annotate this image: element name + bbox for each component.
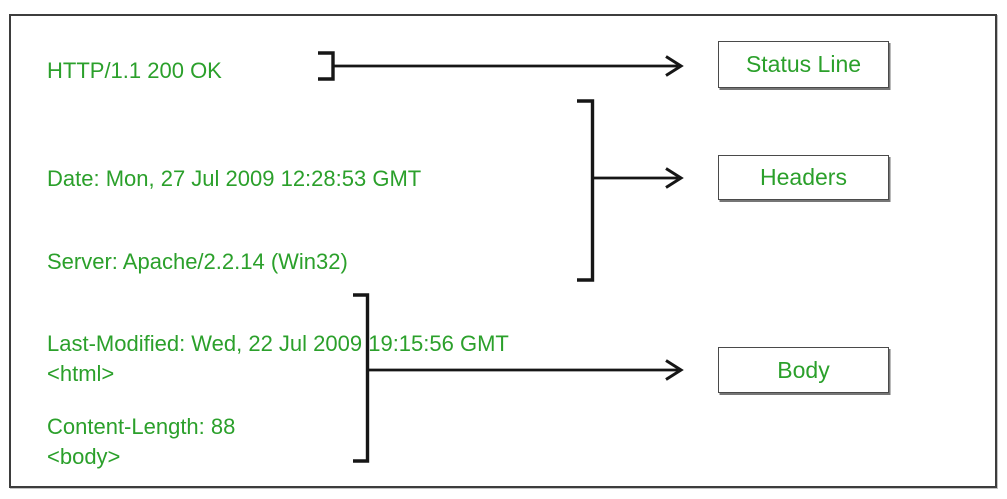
outer-frame	[9, 14, 997, 488]
body-label-box: Body	[718, 347, 889, 393]
header-line-server: Server: Apache/2.2.14 (Win32)	[47, 248, 348, 274]
status-line-text: HTTP/1.1 200 OK	[47, 58, 222, 83]
body-line-html-open: <html>	[47, 361, 115, 386]
headers-label-box: Headers	[718, 155, 889, 200]
headers-label: Headers	[760, 164, 847, 190]
header-line-date: Date: Mon, 27 Jul 2009 12:28:53 GMT	[47, 166, 422, 191]
body-line-body-open: <body>	[47, 443, 121, 469]
header-line-content-length: Content-Length: 88	[47, 413, 236, 439]
header-line-last-modified: Last-Modified: Wed, 22 Jul 2009 19:15:56…	[47, 331, 509, 356]
header-line-content-type: Content-Type: text/html	[47, 495, 509, 499]
headers-block: Date: Mon, 27 Jul 2009 12:28:53 GMT Serv…	[47, 110, 509, 499]
status-line-label-box: Status Line	[718, 41, 889, 88]
body-block: <html> <body> <h1>Hello, World!</h1> </b…	[47, 305, 279, 499]
status-line-label: Status Line	[745, 51, 862, 77]
body-label: Body	[777, 356, 830, 383]
